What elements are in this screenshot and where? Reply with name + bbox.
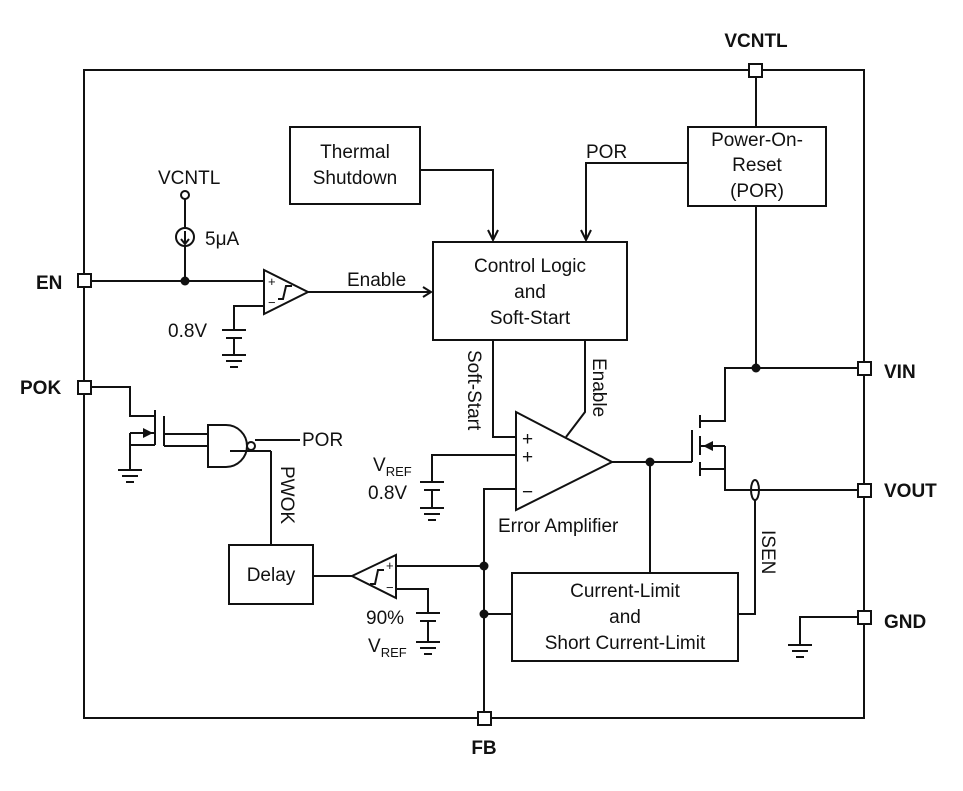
por-block: [687, 126, 827, 207]
svg-text:−: −: [268, 295, 276, 310]
thermal-line1: Thermal: [320, 142, 390, 163]
pok-nmos-icon: [91, 386, 165, 483]
control-line3: Soft-Start: [490, 308, 571, 329]
vref-pok-label: VREF: [368, 636, 407, 660]
svg-text:−: −: [386, 580, 394, 595]
por-block-line3: (POR): [730, 181, 784, 202]
pin-vout: [857, 483, 872, 498]
enable-vert-label: Enable: [588, 358, 609, 417]
control-line2: and: [514, 282, 546, 303]
nand-gate-icon: [207, 424, 256, 468]
pin-gnd: [857, 610, 872, 625]
climit-line2: and: [609, 607, 641, 628]
pin-vin-label: VIN: [884, 362, 916, 383]
pct-label: 90%: [366, 608, 404, 629]
pin-en: [77, 273, 92, 288]
en-comparator: [263, 268, 311, 316]
climit-line3: Short Current-Limit: [545, 633, 706, 654]
error-amplifier: [515, 410, 615, 512]
pin-fb: [477, 711, 492, 726]
svg-text:+: +: [522, 447, 533, 468]
pin-vout-label: VOUT: [884, 481, 937, 502]
svg-text:+: +: [268, 274, 276, 289]
por-signal-label: POR: [586, 142, 627, 163]
pin-vcntl: [748, 63, 763, 78]
hysteresis-icon: [278, 285, 292, 300]
control-logic-block: [432, 241, 628, 341]
pin-gnd-label: GND: [884, 612, 926, 633]
current-label: 5μA: [205, 229, 240, 250]
enable-label: Enable: [347, 270, 406, 291]
vref-main-label: VREF: [373, 455, 412, 479]
vref-main-value: 0.8V: [368, 483, 407, 504]
svg-text:+: +: [386, 558, 394, 573]
pok-hysteresis-icon: [370, 569, 384, 585]
thermal-line2: Shutdown: [313, 168, 398, 189]
pwok-label: PWOK: [276, 466, 297, 524]
thermal-shutdown-block: [289, 126, 421, 205]
svg-text:+: +: [522, 429, 533, 450]
error-amp-label: Error Amplifier: [498, 516, 619, 537]
por-block-line1: Power-On-: [711, 130, 803, 151]
pok-comparator: [349, 553, 397, 600]
current-limit-block: [511, 572, 739, 662]
delay-block: [228, 544, 314, 605]
vcntl-source-label: VCNTL: [158, 168, 220, 189]
pin-en-label: EN: [36, 273, 62, 294]
por-block-line2: Reset: [732, 155, 782, 176]
soft-start-label: Soft-Start: [463, 350, 484, 431]
control-line1: Control Logic: [474, 256, 586, 277]
delay-label: Delay: [247, 565, 296, 586]
pin-pok: [77, 380, 92, 395]
svg-text:−: −: [522, 482, 533, 503]
pin-vcntl-label: VCNTL: [724, 31, 788, 52]
pin-vin: [857, 361, 872, 376]
pin-fb-label: FB: [471, 738, 496, 759]
por-gate-label: POR: [302, 430, 343, 451]
climit-line1: Current-Limit: [570, 581, 681, 602]
ref-en-label: 0.8V: [168, 321, 207, 342]
isen-label: ISEN: [757, 530, 778, 574]
pass-mosfet-icon: [691, 367, 864, 491]
pin-pok-label: POK: [20, 378, 61, 399]
